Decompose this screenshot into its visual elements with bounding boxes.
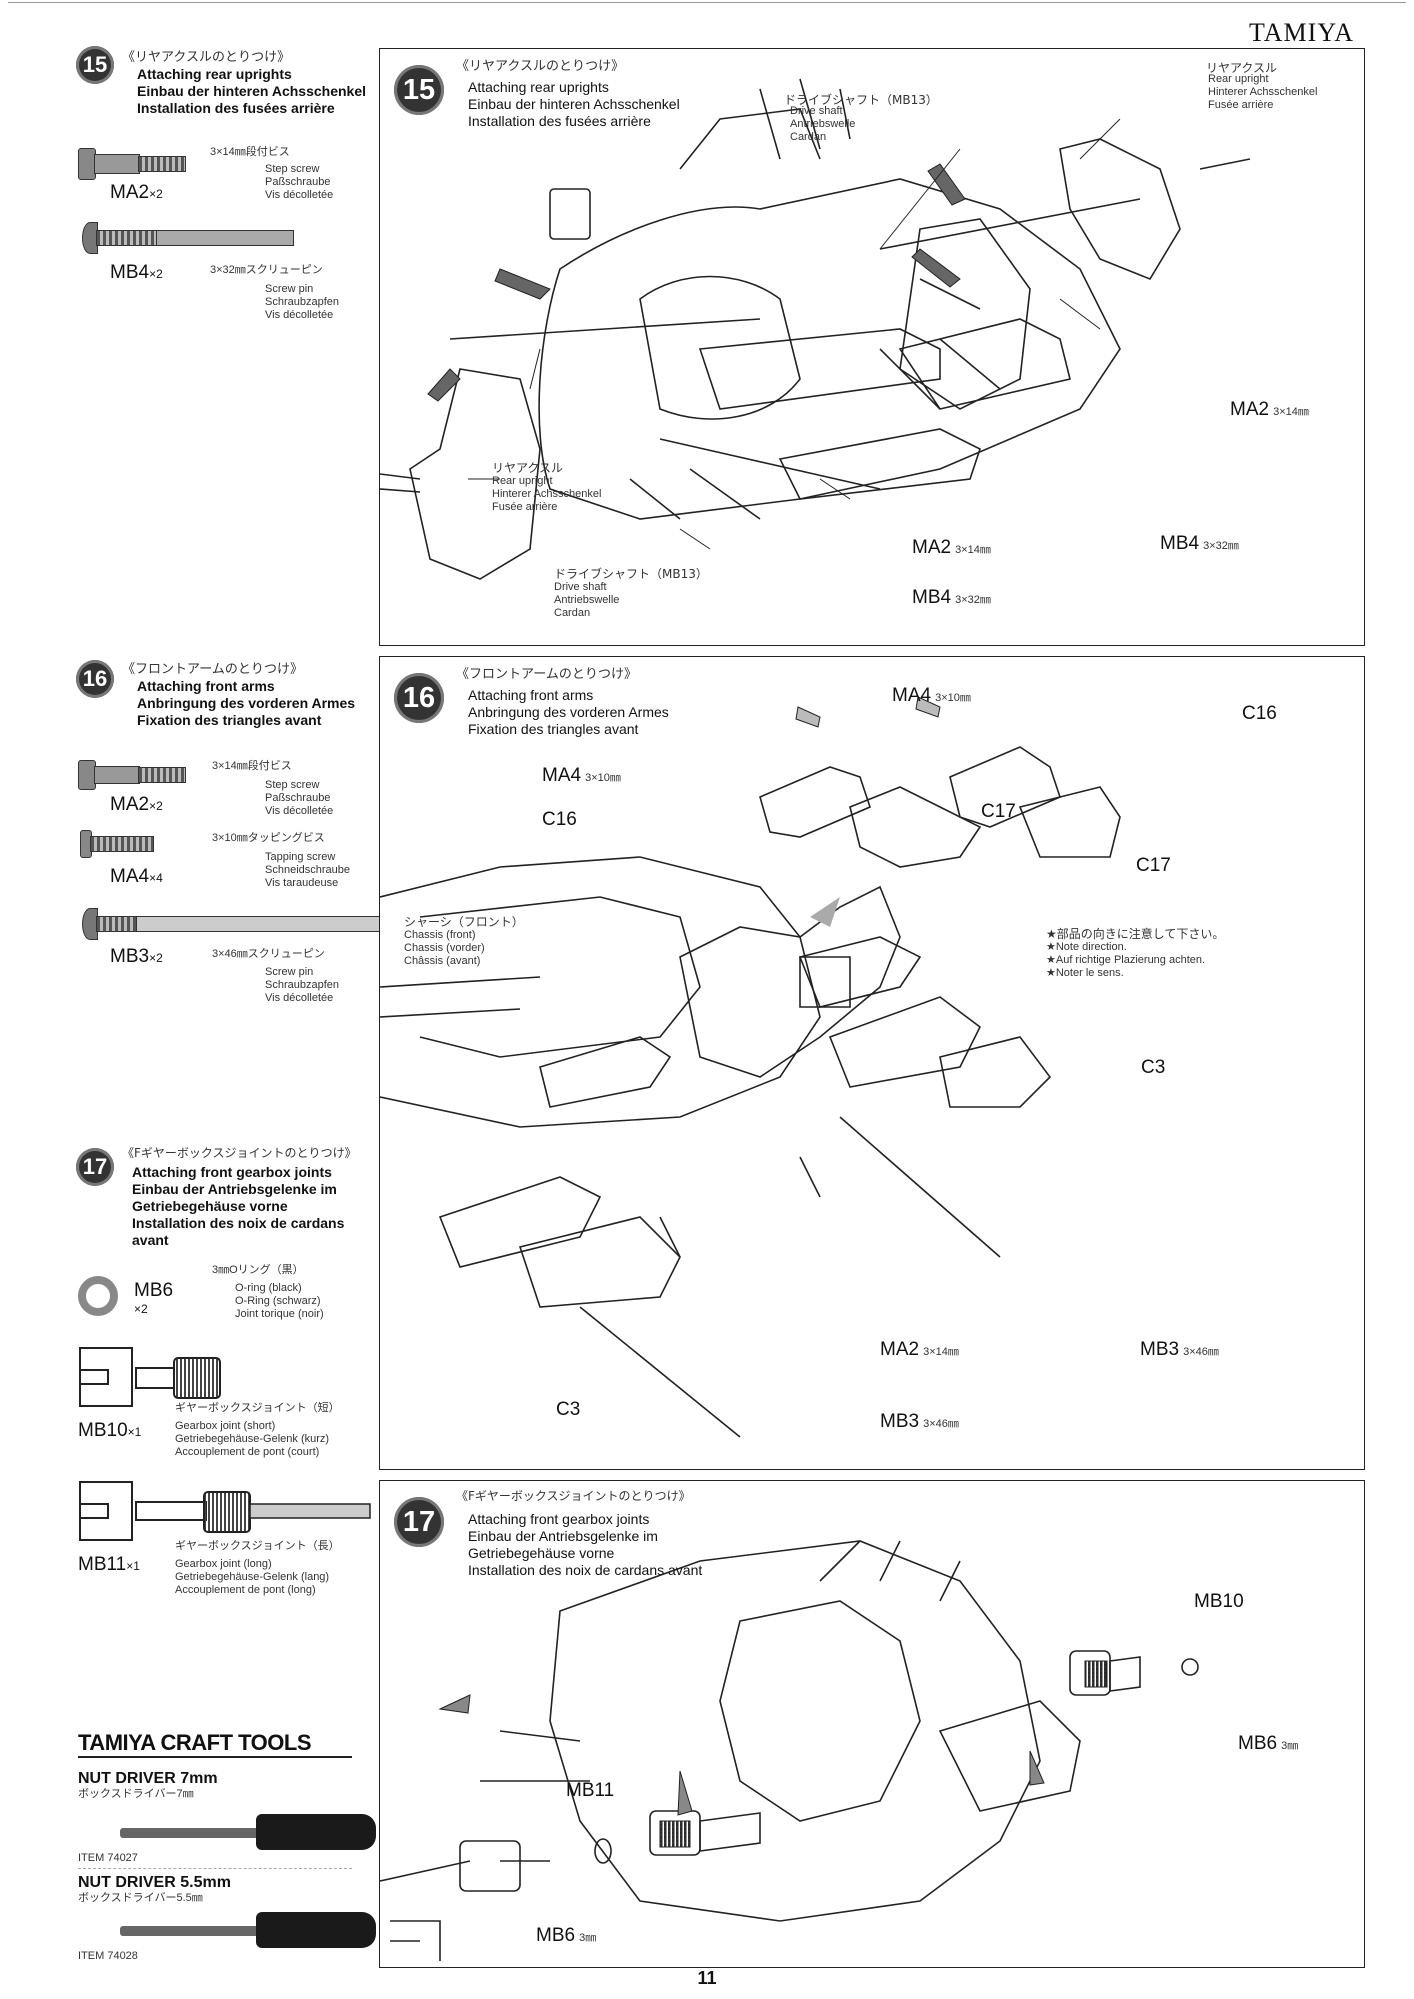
shaft-label-bottom: ドライブシャフト（MB13） <box>554 567 708 581</box>
panel17-title-jp: 《Fギヤーボックスジョイントのとりつけ》 <box>456 1489 691 1503</box>
step17-badge: 17 <box>394 1497 444 1547</box>
panel-step16: 16 《フロントアームのとりつけ》 Attaching front arms A… <box>379 656 1365 1470</box>
part-mb6-size: 3㎜Oリング（黒） <box>212 1264 304 1276</box>
step17-titles: Attaching front gearbox joints Einbau de… <box>132 1164 345 1248</box>
direction-note-jp: ★部品の向きに注意して下さい。 <box>1046 927 1225 941</box>
o-ring-mb6-icon <box>78 1276 118 1316</box>
part-ma4-size: 3×10㎜タッピングビス <box>212 832 325 844</box>
part-ma4-code: MA4×4 <box>110 866 163 887</box>
part-ma2-code: MA2×2 <box>110 794 163 815</box>
part-ma4-desc: Tapping screw Schneidschraube Vis taraud… <box>265 851 351 889</box>
panel17-titles: Attaching front gearbox joints Einbau de… <box>468 1511 703 1578</box>
step15-titles: Attaching rear uprights Einbau der hinte… <box>137 66 366 116</box>
step15-badge: 15 <box>76 46 114 84</box>
upright-label-right: リヤアクスル <box>1206 61 1278 75</box>
tool-jp: ボックスドライバー7㎜ <box>78 1788 194 1800</box>
direction-note-text: ★Note direction. ★Auf richtige Plazierun… <box>1046 941 1206 979</box>
part-mb10-code: MB10×1 <box>78 1420 142 1441</box>
step17-title-jp: 《Fギヤーボックスジョイントのとりつけ》 <box>122 1146 357 1160</box>
part-mb4-code: MB4×2 <box>110 262 163 283</box>
part-mb3-desc: Screw pin Schraubzapfen Vis décolletée <box>265 966 339 1004</box>
callout-c16-left: C16 <box>542 809 577 830</box>
step16-title-jp: 《フロントアームのとりつけ》 <box>122 662 303 677</box>
step16-badge: 16 <box>394 673 444 723</box>
panel-step17: 17 《Fギヤーボックスジョイントのとりつけ》 Attaching front … <box>379 1480 1365 1968</box>
step16-titles: Attaching front arms Anbringung des vord… <box>137 678 356 728</box>
craft-tools-header: TAMIYA CRAFT TOOLS <box>78 1730 352 1758</box>
shaft-label-bottom-text: Drive shaft Antriebswelle Cardan <box>554 581 620 619</box>
part-mb10-desc: Gearbox joint (short) Getriebegehäuse-Ge… <box>175 1420 330 1458</box>
part-mb4-size: 3×32㎜スクリューピン <box>210 264 323 276</box>
front-gearbox-joint-diagram <box>380 1540 1199 1961</box>
brand-logo: TAMIYA <box>1248 18 1354 51</box>
tool-name: NUT DRIVER 7mm <box>78 1770 218 1787</box>
shaft-label-top: ドライブシャフト（MB13） <box>784 93 938 107</box>
page-number: 11 <box>697 1968 717 1988</box>
tool-jp: ボックスドライバー5.5㎜ <box>78 1892 203 1904</box>
gearbox-joint-short-icon <box>79 1347 221 1407</box>
part-mb11-size: ギヤーボックスジョイント（長） <box>175 1540 340 1552</box>
step15-title-jp: 《リヤアクスルのとりつけ》 <box>122 50 291 65</box>
part-mb6-desc: O-ring (black) O-Ring (schwarz) Joint to… <box>235 1282 324 1320</box>
part-ma2-size: 3×14㎜段付ビス <box>212 760 292 772</box>
part-ma2-desc: Step screw Paßschraube Vis décolletée <box>265 163 334 201</box>
panel15-title-jp: 《リヤアクスルのとりつけ》 <box>456 59 625 74</box>
shaft-label-top-text: Drive shaft Antriebswelle Cardan <box>790 105 856 143</box>
callout-c17-center: C17 <box>981 801 1016 822</box>
part-mb3-size: 3×46㎜スクリューピン <box>212 948 325 960</box>
upright-label-left: リヤアクスル <box>492 461 564 475</box>
step16-badge: 16 <box>76 660 114 698</box>
tool-name: NUT DRIVER 5.5mm <box>78 1874 231 1891</box>
rear-axle-exploded-diagram <box>380 78 1251 580</box>
top-rule <box>8 2 1406 3</box>
callout-c3-left: C3 <box>556 1399 581 1420</box>
chassis-label-text: Chassis (front) Chassis (vorder) Châssis… <box>404 929 485 967</box>
tool-divider <box>78 1868 352 1869</box>
part-mb11-desc: Gearbox joint (long) Getriebegehäuse-Gel… <box>175 1558 330 1596</box>
panel15-titles: Attaching rear uprights Einbau der hinte… <box>468 79 680 129</box>
panel-step15: 15 《リヤアクスルのとりつけ》 Attaching rear uprights… <box>379 48 1365 646</box>
callout-mb10: MB10 <box>1194 1591 1244 1612</box>
callout-mb11: MB11 <box>566 1780 615 1801</box>
part-mb6-code: MB6 ×2 <box>134 1280 174 1316</box>
upright-label-right-text: Rear upright Hinterer Achsschenkel Fusée… <box>1208 73 1318 111</box>
part-ma2-size: 3×14㎜段付ビス <box>210 146 290 158</box>
panel16-titles: Attaching front arms Anbringung des vord… <box>468 687 669 737</box>
upright-label-left-text: Rear upright Hinterer Achsschenkel Fusée… <box>492 475 602 513</box>
front-arms-exploded-diagram <box>380 696 1121 1438</box>
callout-c3-right: C3 <box>1141 1057 1166 1078</box>
part-ma2-desc: Step screw Paßschraube Vis décolletée <box>265 779 334 817</box>
step15-badge: 15 <box>394 65 444 115</box>
panel16-title-jp: 《フロントアームのとりつけ》 <box>456 667 637 682</box>
step17-badge: 17 <box>76 1148 114 1186</box>
part-mb10-size: ギヤーボックスジョイント（短） <box>175 1402 340 1414</box>
callout-c16-right: C16 <box>1242 703 1277 724</box>
part-mb11-code: MB11×1 <box>78 1554 140 1575</box>
callout-c17-right: C17 <box>1136 855 1171 876</box>
part-mb3-code: MB3×2 <box>110 946 163 967</box>
part-mb4-desc: Screw pin Schraubzapfen Vis décolletée <box>265 283 339 321</box>
part-ma2-code: MA2×2 <box>110 182 163 203</box>
gearbox-joint-long-icon <box>79 1481 371 1541</box>
tool-item-number: ITEM 74027 <box>78 1852 138 1864</box>
chassis-label-jp: シャーシ（フロント） <box>404 915 524 929</box>
tool-item-number: ITEM 74028 <box>78 1950 138 1962</box>
